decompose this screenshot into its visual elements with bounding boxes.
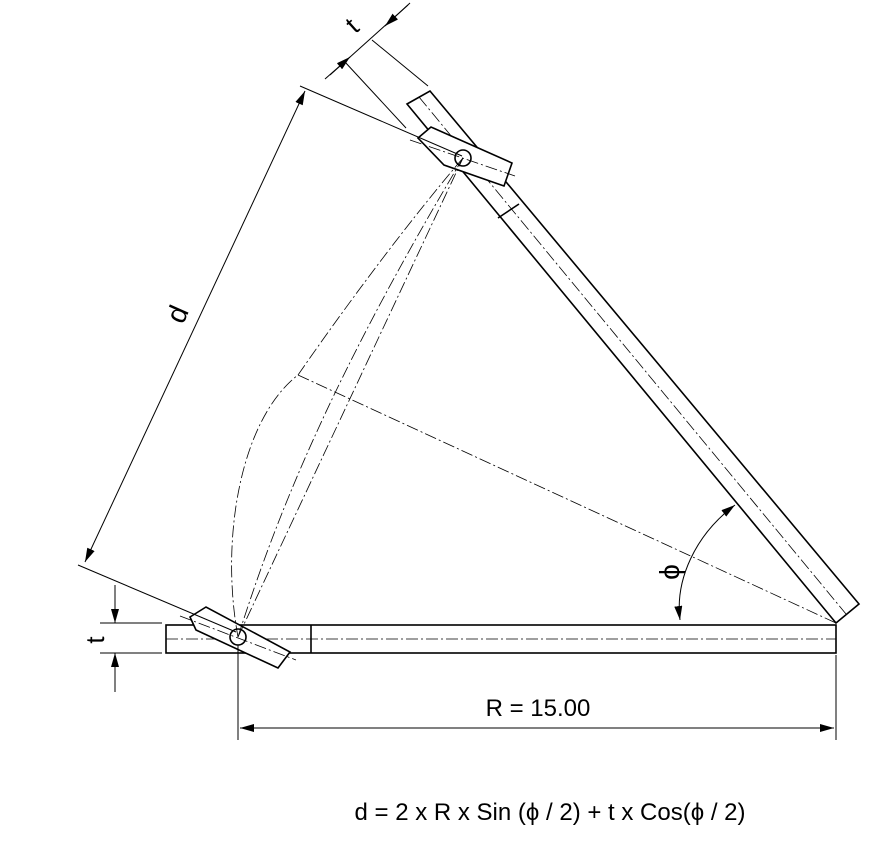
dimension-t-left-label: t xyxy=(80,636,110,644)
inclined-bar xyxy=(405,89,861,625)
upper-hinge xyxy=(409,126,516,188)
dimension-d xyxy=(77,85,463,633)
dimension-t-top-label: t xyxy=(339,11,365,39)
formula-text: d = 2 x R x Sin (ϕ / 2) + t x Cos(ϕ / 2) xyxy=(355,799,746,826)
angle-phi-label: ϕ xyxy=(654,564,685,580)
lower-hinge xyxy=(179,606,297,669)
dimension-r-label: R = 15.00 xyxy=(486,695,591,722)
dimension-t-left xyxy=(100,585,162,692)
dimension-d-label: d xyxy=(160,301,195,328)
dimension-r xyxy=(237,645,837,740)
angle-phi xyxy=(674,504,736,621)
dimension-t-top xyxy=(324,2,429,129)
